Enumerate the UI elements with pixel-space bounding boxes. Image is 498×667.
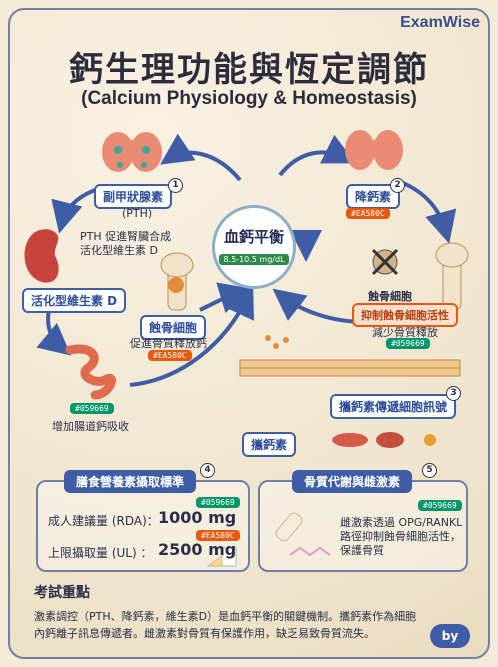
ul-hex: #EA580C [196,530,240,541]
calmodulin-signal-label: 攜鈣素傳遞細胞訊號 [330,394,457,419]
arrow-intestine-center [129,285,254,387]
step-number-2: 2 [390,178,405,193]
exam-notes: 考試重點 激素調控（PTH、降鈣素，維生素D）是血鈣平衡的關鍵機制。攜鈣素作為細… [34,582,464,642]
ul-value: 2500 mg [158,540,237,559]
osteoclast-right-hex: #059669 [386,338,430,349]
notes-heading: 考試重點 [34,585,90,601]
arrow-top-left [160,133,242,182]
osteoclast-right-desc: 減少骨質釋放 [372,326,438,339]
blood-calcium-center: 血鈣平衡 8.5-10.5 mg/dL [212,205,296,289]
diet-box-title: 膳食營養素攝取標準 [64,470,197,493]
calmodulin-label: 攜鈣素 [242,432,297,457]
vitamin-d-label: 活化型維生素 D [22,288,127,313]
notes-line1: 激素調控（PTH、降鈣素，維生素D）是血鈣平衡的關鍵機制。攜鈣素作為細胞 [34,610,417,623]
rda-hex: #059669 [196,497,240,508]
dairy-illustration [206,547,237,567]
osteoclast-right-label: 蝕骨細胞 [368,290,412,303]
calcitonin-hex: #EA580C [346,208,390,219]
bone-line2: 路徑抑制蝕骨細胞活性， [340,530,461,543]
pth-note-line1: PTH 促進腎臟合成 [80,230,172,243]
thyroid-illustration [345,130,403,170]
intestine-illustration [65,344,116,400]
bone-box [258,480,468,572]
footer-by-badge: by [430,624,470,648]
arrow-pth-kidney [51,188,96,234]
brand-logo: ExamWise [400,14,480,31]
bone-line1: 雌激素透過 OPG/RANKL [340,516,463,529]
center-range: 8.5-10.5 mg/dL [219,254,289,265]
page-title: 鈣生理功能與恆定調節 [69,50,429,90]
rda-value: 1000 mg [158,508,237,527]
osteoclast-left-hex: #EA580C [148,350,192,361]
cell-membrane-illustration [239,335,461,377]
kidney-illustration [24,229,59,283]
intestine-desc: 增加腸道鈣吸收 [52,420,129,433]
arrow-left-bone-center [199,282,252,314]
page-subtitle: (Calcium Physiology & Homeostasis) [81,88,417,109]
osteoclast-inhibit-label: 抑制蝕骨細胞活性 [352,303,458,327]
parathyroid-label: 副甲狀腺素 [94,184,173,209]
parathyroid-abbr: (PTH) [122,207,153,220]
left-bone-illustration [160,252,194,311]
bone-line3: 保護骨質 [340,544,384,557]
intestine-hex: #059669 [70,403,114,414]
step-number-4: 4 [200,463,215,478]
step-number-3: 3 [446,386,461,401]
bone-hex: #059669 [418,500,462,511]
ul-label: 上限攝取量 (UL) ： [48,546,153,560]
estrogen-molecule-illustration [289,546,331,557]
notes-body: 激素調控（PTH、降鈣素，維生素D）是血鈣平衡的關鍵機制。攜鈣素作為細胞 內鈣離… [34,608,464,642]
rda-label: 成人建議量 (RDA)： [48,514,159,528]
right-bone-illustration [371,242,469,311]
diet-box [36,480,250,572]
step-number-5: 5 [422,463,437,478]
osteoclast-left-label: 蝕骨細胞 [140,315,207,340]
notes-line2: 內鈣離子訊息傳遞者。雌激素對骨質有保護作用，缺乏易致骨質流失。 [34,627,375,640]
bone-box-title: 骨質代謝與雌激素 [292,470,413,493]
parathyroid-illustration [102,132,162,172]
center-title: 血鈣平衡 [223,228,284,246]
femur-illustration [275,512,303,542]
arrow-top-right [278,134,356,177]
osteoclast-left-desc: 促進骨質釋放鈣 [130,337,207,350]
step-number-1: 1 [168,178,183,193]
pth-note-line2: 活化型維生素 D [80,244,158,257]
signal-targets-illustration [332,432,436,448]
